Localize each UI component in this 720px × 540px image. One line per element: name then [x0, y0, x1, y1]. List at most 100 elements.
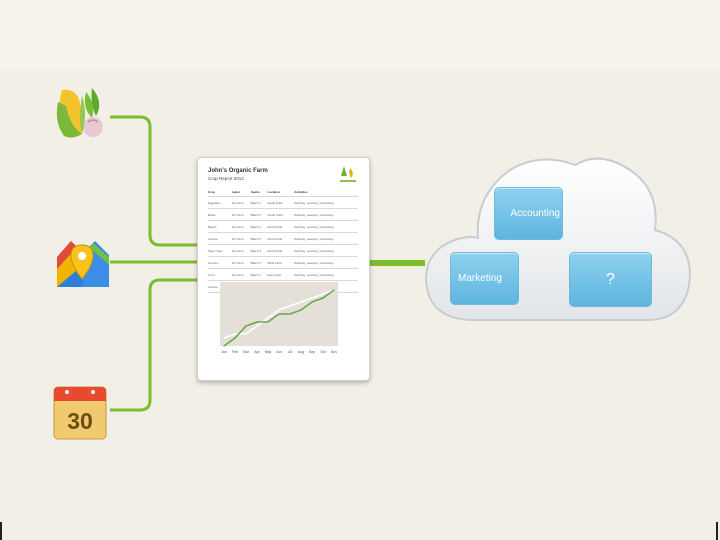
report-subtitle: Crop Report 2012 — [208, 176, 244, 181]
table-row: Carrots 40 hours Batch 3 West Field Plan… — [208, 256, 358, 269]
column-header: Activities — [294, 188, 358, 197]
table-row: Lettuce 40 hours Batch 2 North Field Pla… — [208, 232, 358, 245]
table-row: Pear Trees 40 hours Batch 3 North Field … — [208, 244, 358, 257]
table-cell: 40 hours — [231, 244, 251, 257]
data-point — [300, 309, 302, 311]
farm-logo-icon — [338, 164, 358, 191]
table-cell: North Field — [267, 220, 295, 233]
table-cell: Beans — [208, 220, 232, 233]
table-cell: 40 hours — [231, 196, 251, 209]
table-row: Beets 40 hours Batch 1 South Field Plant… — [208, 208, 358, 221]
table-cell: Batch 1 — [250, 268, 268, 281]
x-tick-label: May — [265, 350, 272, 354]
top-band — [0, 0, 720, 70]
table-cell: Planting, weeding, harvesting — [294, 256, 358, 269]
data-point — [245, 325, 247, 327]
table-cell: East Field — [267, 268, 295, 281]
table-cell: Planting, weeding, harvesting — [294, 196, 358, 209]
unknown-label: ? — [606, 270, 615, 288]
table-cell: Carrots — [208, 256, 232, 269]
table-cell: 40 hours — [231, 268, 251, 281]
data-point — [223, 345, 225, 347]
table-cell: 40 hours — [231, 232, 251, 245]
calendar-day: 30 — [67, 408, 93, 434]
data-point — [256, 325, 258, 327]
data-point — [311, 297, 313, 299]
table-cell: Pear Trees — [208, 244, 232, 257]
column-header: Labor — [231, 188, 251, 197]
table-row: Eggplant 40 hours Batch 1 South Field Pl… — [208, 196, 358, 209]
data-point — [278, 313, 280, 315]
report-title: John's Organic Farm — [208, 168, 268, 174]
unknown-box[interactable]: ? — [569, 252, 652, 307]
data-point — [256, 321, 258, 323]
data-point — [322, 297, 324, 299]
column-header: Seeds — [250, 188, 268, 197]
right-edge-mark — [716, 522, 718, 540]
x-tick-label: Aug — [298, 350, 304, 354]
table-cell: Eggplant — [208, 196, 232, 209]
table-cell: Planting, weeding, harvesting — [294, 244, 358, 257]
marketing-label: Marketing — [458, 273, 502, 284]
connector-calendar — [110, 278, 200, 412]
x-tick-label: Oct — [320, 350, 325, 354]
mini-line-chart: Jan Feb Mar Apr May Jun Jul Aug Sep Oct Nov — [220, 282, 338, 354]
x-tick-label: Feb — [232, 350, 238, 354]
connector-farm — [110, 115, 200, 247]
accounting-label: Accounting — [510, 208, 560, 219]
crop-report-document: John's Organic Farm Crop Report 2012 Cro… — [197, 157, 370, 381]
table-cell: Batch 3 — [250, 256, 268, 269]
table-cell: South Field — [267, 208, 295, 221]
table-cell: Planting, weeding, harvesting — [294, 220, 358, 233]
table-cell: Batch 1 — [250, 208, 268, 221]
table-cell: Batch 2 — [250, 232, 268, 245]
x-tick-label: Jul — [288, 350, 293, 354]
x-tick-label: Jun — [276, 350, 282, 354]
data-point — [333, 289, 335, 291]
table-cell: Beets — [208, 208, 232, 221]
produce-icon — [52, 82, 112, 140]
x-tick-label: Nov — [331, 350, 337, 354]
data-point — [223, 337, 225, 339]
table-row: Beans 40 hours Batch 2 North Field Plant… — [208, 220, 358, 233]
calendar-icon: 30 — [53, 386, 107, 440]
table-header-row: Crop Labor Seeds Location Activities — [208, 188, 358, 197]
x-tick-label: Jan — [221, 350, 227, 354]
data-point — [234, 337, 236, 339]
table-cell: 40 hours — [231, 220, 251, 233]
column-header: Location — [267, 188, 295, 197]
table-cell: South Field — [267, 196, 295, 209]
left-edge-mark — [0, 522, 2, 540]
maps-icon — [53, 235, 111, 289]
marketing-box[interactable]: Marketing — [450, 252, 519, 305]
data-point — [234, 333, 236, 335]
table-cell: 40 hours — [231, 208, 251, 221]
table-cell: Planting, weeding, harvesting — [294, 208, 358, 221]
data-point — [322, 293, 324, 295]
table-cell: Batch 2 — [250, 220, 268, 233]
data-point — [267, 321, 269, 323]
x-tick-label: Mar — [243, 350, 250, 354]
data-point — [289, 313, 291, 315]
column-header: Crop — [208, 188, 232, 197]
data-point — [289, 305, 291, 307]
table-cell: West Field — [267, 256, 295, 269]
x-tick-label: Apr — [254, 350, 260, 354]
table-cell: Corn — [208, 268, 232, 281]
table-cell: Planting, weeding, harvesting — [294, 232, 358, 245]
data-point — [311, 301, 313, 303]
table-cell: Planting, weeding, harvesting — [294, 268, 358, 281]
table-cell: Batch 1 — [250, 196, 268, 209]
data-point — [245, 333, 247, 335]
accounting-box[interactable]: Accounting — [494, 187, 563, 240]
table-cell: 40 hours — [231, 256, 251, 269]
data-point — [278, 309, 280, 311]
table-cell: North Field — [267, 232, 295, 245]
x-tick-label: Sep — [309, 350, 315, 354]
table-cell: Batch 3 — [250, 244, 268, 257]
table-cell: Lettuce — [208, 232, 232, 245]
crop-table: Crop Labor Seeds Location Activities Egg… — [208, 188, 358, 293]
table-cell: North Field — [267, 244, 295, 257]
